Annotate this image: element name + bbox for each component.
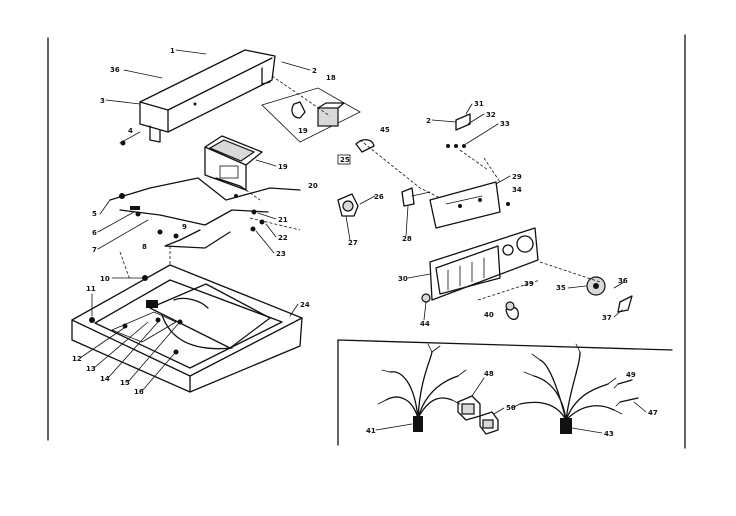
- part-label-13: 13: [86, 365, 96, 373]
- part-label-31: 31: [474, 100, 484, 108]
- water-level-switch: [337, 187, 431, 217]
- lid-switch-plate: [204, 135, 263, 191]
- top-cabinet: [71, 264, 303, 393]
- part-label-28: 28: [402, 235, 412, 243]
- part-label-6: 6: [92, 229, 97, 237]
- part-label-2: 2: [312, 67, 317, 75]
- mounting-clips: [446, 113, 489, 171]
- part-label-1: 1: [170, 47, 175, 55]
- part-label-36: 36: [618, 277, 628, 285]
- part-label-24: 24: [300, 301, 310, 309]
- part-label-3: 3: [100, 97, 105, 105]
- part-label-11: 11: [86, 285, 96, 293]
- part-label-15: 15: [120, 379, 130, 387]
- part-label-16: 16: [134, 388, 144, 396]
- part-label-34: 34: [512, 186, 522, 194]
- part-label-47: 47: [648, 409, 658, 417]
- part-label-21: 21: [278, 216, 288, 224]
- part-label-12: 12: [72, 355, 82, 363]
- part-label-7: 7: [92, 246, 97, 254]
- part-label-4: 4: [128, 127, 133, 135]
- part-label-48: 48: [484, 370, 494, 378]
- part-label-2b: 2: [426, 117, 431, 125]
- part-label-33: 33: [500, 120, 510, 128]
- part-label-26: 26: [374, 193, 384, 201]
- part-label-5: 5: [92, 210, 97, 218]
- part-label-19: 19: [278, 163, 288, 171]
- harness-inset: [337, 339, 673, 446]
- part-label-44: 44: [420, 320, 430, 328]
- control-knobs: [355, 139, 633, 321]
- part-label-49: 49: [626, 371, 636, 379]
- timer-bracket: [261, 87, 361, 143]
- part-label-27: 27: [348, 239, 358, 247]
- part-label-50: 50: [506, 404, 516, 412]
- part-label-18: 19: [298, 127, 308, 135]
- console-backsplash: [119, 49, 276, 146]
- part-label-43: 43: [604, 430, 614, 438]
- part-labels: 1 2 36 3 4 18 19 45 25 19 20 5 6 7 8 9 2…: [72, 47, 658, 438]
- part-label-25: 25: [340, 156, 350, 164]
- part-label-37: 37: [602, 314, 612, 322]
- part-label-17: 18: [326, 74, 336, 82]
- part-label-29: 29: [512, 173, 522, 181]
- part-label-10: 10: [100, 275, 110, 283]
- harness-bracket: [99, 177, 301, 249]
- part-label-39: 39: [524, 280, 534, 288]
- part-label-32: 32: [486, 111, 496, 119]
- control-panel: [429, 227, 539, 301]
- part-label-20: 20: [308, 182, 318, 190]
- part-label-23: 23: [276, 250, 286, 258]
- part-label-35b: 35: [556, 284, 566, 292]
- part-label-40: 40: [484, 311, 494, 319]
- selector-bracket: [429, 157, 510, 229]
- part-label-41: 41: [366, 427, 376, 435]
- part-label-9: 9: [182, 223, 187, 231]
- part-label-30: 30: [398, 275, 408, 283]
- part-label-35: 36: [110, 66, 120, 74]
- part-label-8: 8: [142, 243, 147, 251]
- leader-lines: [119, 75, 441, 281]
- part-label-14: 14: [100, 375, 110, 383]
- part-label-22: 22: [278, 234, 288, 242]
- part-label-45: 45: [380, 126, 390, 134]
